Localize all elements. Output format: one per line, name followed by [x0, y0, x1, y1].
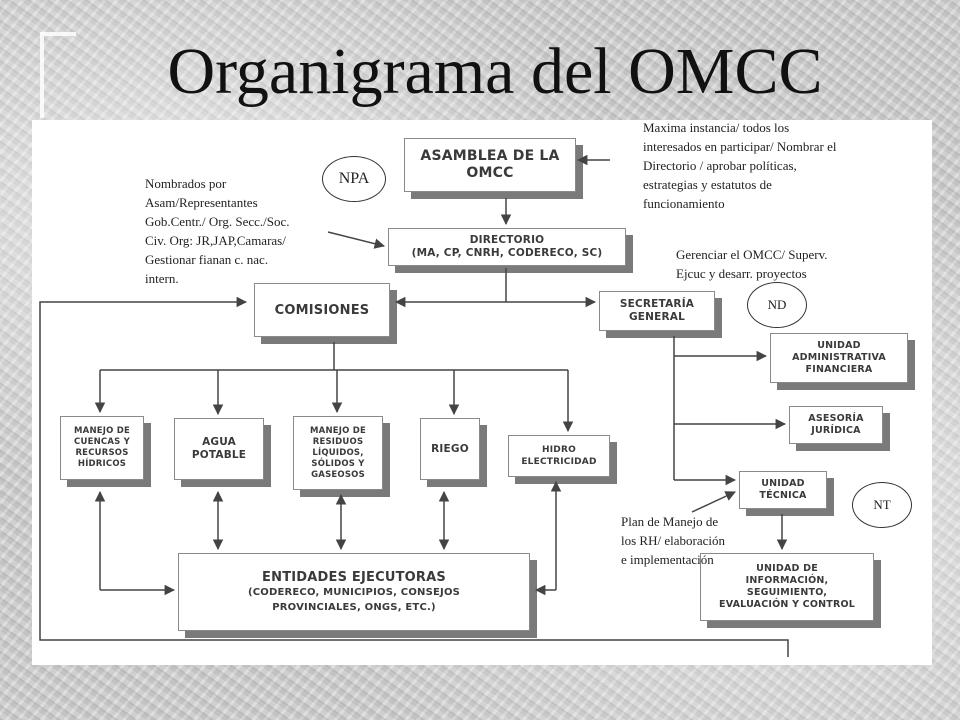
node-informacion-line4: EVALUACIÓN Y CONTROL: [719, 599, 855, 610]
node-informacion-line2: INFORMACIÓN,: [745, 575, 829, 586]
node-cuencas-line4: HÍDRICOS: [77, 459, 127, 469]
note-maxima-line: interesados en participar/ Nombrar el: [643, 139, 837, 154]
node-tecnica-line2: TÉCNICA: [759, 490, 807, 501]
node-residuos-line1: MANEJO DE: [310, 425, 366, 436]
node-directorio-line1: DIRECTORIO: [469, 234, 545, 246]
note-plan-manejo: Plan de Manejo de los RH/ elaboración e …: [621, 512, 761, 569]
node-secretaria-line1: SECRETARÍA: [619, 298, 695, 310]
node-riego-line1: RIEGO: [431, 443, 469, 455]
note-maxima-line: Directorio / aprobar políticas,: [643, 158, 797, 173]
note-maxima-line: Maxima instancia/ todos los: [643, 120, 790, 135]
node-hidro-electricidad: HIDRO ELECTRICIDAD: [508, 435, 610, 477]
node-asesoria-juridica: ASESORÍA JURÍDICA: [789, 406, 883, 444]
node-asamblea-line1: ASAMBLEA DE LA: [420, 148, 560, 164]
oval-npa-label: NPA: [338, 170, 370, 187]
oval-nt-label: NT: [873, 497, 891, 512]
node-secretaria-general: SECRETARÍA GENERAL: [599, 291, 715, 331]
title-decoration: [40, 32, 76, 118]
node-agua-potable: AGUA POTABLE: [174, 418, 264, 480]
node-entidades-line3: PROVINCIALES, ONGs, ETC.): [272, 601, 436, 613]
node-riego: RIEGO: [420, 418, 480, 480]
node-residuos-line4: SÓLIDOS Y: [311, 458, 365, 469]
note-maxima-line: estrategias y estatutos de: [643, 177, 772, 192]
org-chart-canvas: ASAMBLEA DE LA OMCC DIRECTORIO (MA, CP, …: [32, 120, 932, 665]
node-unidad-administrativa: UNIDAD ADMINISTRATIVA FINANCIERA: [770, 333, 908, 383]
node-uaf-line1: UNIDAD: [817, 340, 861, 351]
pointer-nombrados: [327, 231, 386, 249]
note-nombrados: Nombrados por Asam/Representantes Gob.Ce…: [145, 174, 345, 288]
node-uaf-line2: ADMINISTRATIVA: [792, 352, 886, 363]
oval-npa: NPA: [322, 156, 386, 202]
node-asamblea-line2: OMCC: [466, 165, 514, 181]
node-comisiones-line1: COMISIONES: [274, 302, 370, 318]
node-hidro-line2: ELECTRICIDAD: [521, 457, 597, 467]
link-outer-loop: [39, 296, 789, 657]
node-entidades-line1: ENTIDADES EJECUTORAS: [262, 569, 446, 585]
note-gerenciar-line: Ejcuc y desarr. proyectos: [676, 266, 807, 281]
pointer-plan: [691, 491, 736, 513]
oval-nt: NT: [852, 482, 912, 528]
oval-nd-label: ND: [767, 297, 787, 312]
node-residuos-line5: GASEOSOS: [311, 469, 365, 480]
node-agua-line2: POTABLE: [191, 449, 247, 461]
node-unidad-tecnica: UNIDAD TÉCNICA: [739, 471, 827, 509]
note-plan-line: e implementación: [621, 552, 714, 567]
node-uaf-line3: FINANCIERA: [805, 364, 873, 375]
note-nombrados-line: Gob.Centr./ Org. Secc./Soc.: [145, 214, 290, 229]
node-agua-line1: AGUA: [202, 436, 236, 448]
node-asesoria-line2: JURÍDICA: [811, 425, 861, 436]
node-asesoria-line1: ASESORÍA: [808, 413, 864, 424]
note-plan-line: Plan de Manejo de: [621, 514, 719, 529]
node-manejo-residuos: MANEJO DE RESIDUOS LÍQUIDOS, SÓLIDOS Y G…: [293, 416, 383, 490]
note-gerenciar-line: Gerenciar el OMCC/ Superv.: [676, 247, 828, 262]
note-maxima-line: funcionamiento: [643, 196, 725, 211]
note-nombrados-line: Civ. Org: JR,JAP,Camaras/: [145, 233, 286, 248]
node-hidro-line1: HIDRO: [542, 445, 576, 455]
node-entidades-ejecutoras: ENTIDADES EJECUTORAS (CODERECO, MUNICIPI…: [178, 553, 530, 631]
node-cuencas-line1: MANEJO DE: [74, 426, 130, 436]
node-comisiones: COMISIONES: [254, 283, 390, 337]
note-nombrados-line: Nombrados por: [145, 176, 227, 191]
note-nombrados-line: Gestionar fianan c. nac.: [145, 252, 269, 267]
node-residuos-line2: RESIDUOS: [312, 436, 364, 447]
node-cuencas-line3: RECURSOS: [75, 448, 129, 458]
note-nombrados-line: Asam/Representantes: [145, 195, 258, 210]
node-informacion-line1: UNIDAD DE: [756, 563, 818, 574]
note-nombrados-line: intern.: [145, 271, 179, 286]
connector-lines: [39, 154, 789, 657]
node-asamblea: ASAMBLEA DE LA OMCC: [404, 138, 576, 192]
node-manejo-cuencas: MANEJO DE CUENCAS Y RECURSOS HÍDRICOS: [60, 416, 144, 480]
note-plan-line: los RH/ elaboración: [621, 533, 725, 548]
node-secretaria-line2: GENERAL: [628, 311, 686, 323]
oval-nd: ND: [747, 282, 807, 328]
node-tecnica-line1: UNIDAD: [761, 478, 805, 489]
node-entidades-line2: (CODERECO, MUNICIPIOS, CONSEJOS: [247, 586, 461, 598]
note-maxima-instancia: Maxima instancia/ todos los interesados …: [643, 118, 903, 213]
node-cuencas-line2: CUENCAS Y: [74, 437, 130, 447]
node-residuos-line3: LÍQUIDOS,: [312, 447, 364, 458]
node-directorio-line2: (MA, CP, CNRH, CODERECO, SC): [411, 247, 603, 259]
page-title: Organigrama del OMCC: [167, 35, 823, 108]
node-unidad-informacion: UNIDAD DE INFORMACIÓN, SEGUIMIENTO, EVAL…: [700, 553, 874, 621]
node-informacion-line3: SEGUIMIENTO,: [746, 587, 828, 598]
note-gerenciar: Gerenciar el OMCC/ Superv. Ejcuc y desar…: [676, 245, 876, 283]
node-directorio: DIRECTORIO (MA, CP, CNRH, CODERECO, SC): [388, 228, 626, 266]
